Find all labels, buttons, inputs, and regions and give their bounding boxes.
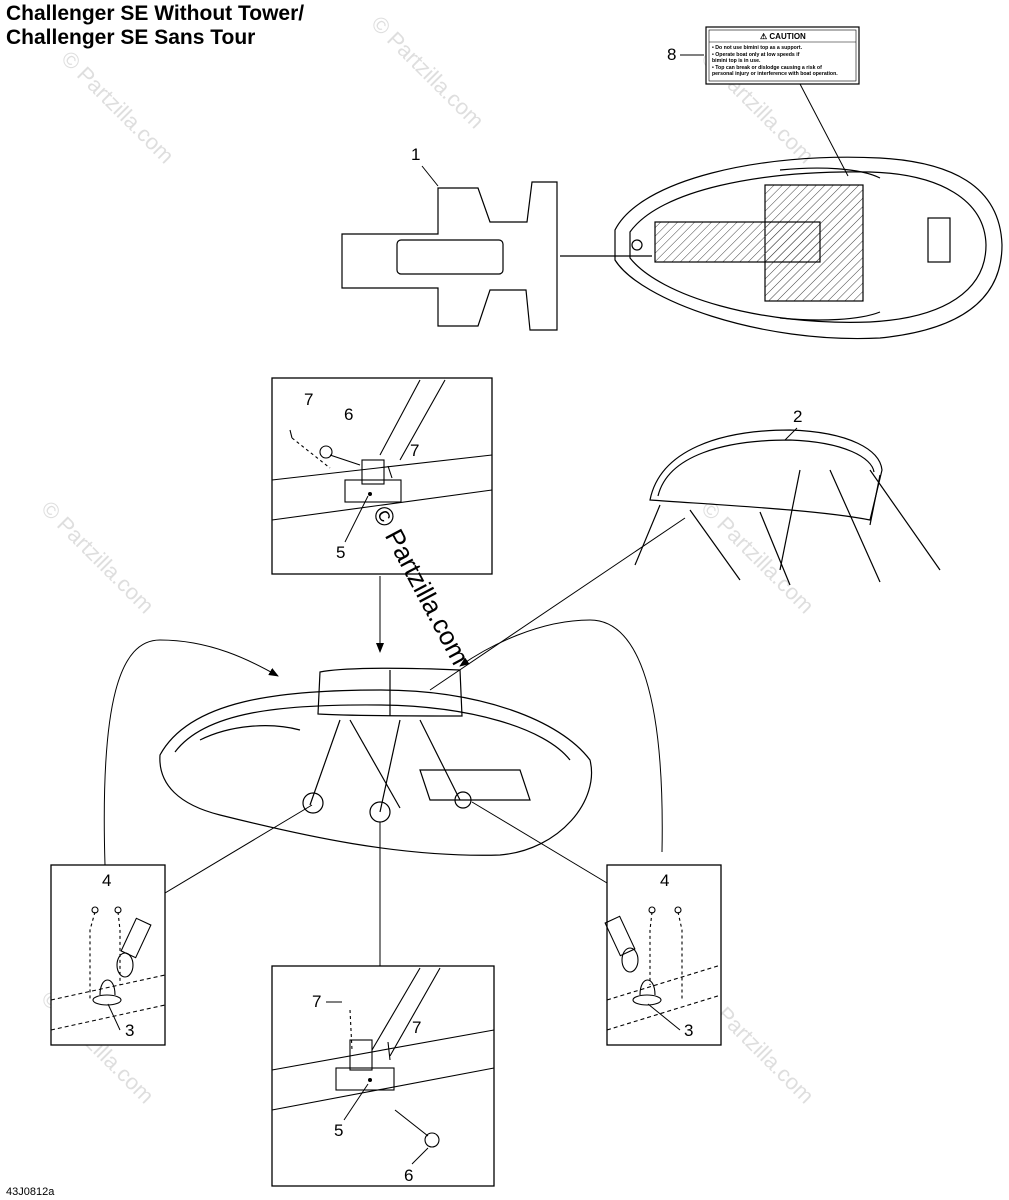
leader-line <box>107 1003 121 1031</box>
diagram-title-line-2: Challenger SE Sans Tour <box>6 26 256 49</box>
watermark-text: © Partzilla.com <box>56 46 179 169</box>
leader-arrow <box>459 619 663 853</box>
leader-line <box>429 517 686 691</box>
callout-7: 7 <box>312 992 321 1011</box>
boat-main-view <box>159 667 593 856</box>
bimini-top-part <box>634 429 941 586</box>
detail-box-top <box>271 377 493 575</box>
leader-arrow <box>103 639 279 866</box>
callout-5: 5 <box>336 543 345 562</box>
caution-label-line: • Top can break or dislodge causing a ri… <box>712 65 822 71</box>
detail-box-bottom <box>271 965 495 1187</box>
caution-label-line: • Do not use bimini top as a support. <box>712 45 803 51</box>
detail-box-right <box>604 864 722 1046</box>
caution-label-line: personal injury or interference with boa… <box>712 71 838 77</box>
caution-label-line: bimini top is in use. <box>712 58 761 64</box>
leader-line <box>344 495 369 543</box>
watermark-text: © Partzilla.com <box>696 496 819 619</box>
callout-7: 7 <box>412 1018 421 1037</box>
callout-6: 6 <box>404 1166 413 1185</box>
leader-line <box>647 1003 681 1031</box>
caution-label-part: ⚠ CAUTION • Do not use bimini top as a s… <box>705 26 860 177</box>
leader-line <box>343 1083 369 1121</box>
watermark-text: © Partzilla.com <box>366 11 489 134</box>
reference-code: 43J0812a <box>6 1186 55 1198</box>
leader-line <box>164 804 313 894</box>
callout-7: 7 <box>304 390 313 409</box>
leader-line <box>421 165 439 187</box>
callout-1: 1 <box>411 145 420 164</box>
boat-top-view <box>614 156 1003 340</box>
detail-box-left <box>50 864 166 1046</box>
callout-4: 4 <box>660 871 669 890</box>
callout-3: 3 <box>684 1021 693 1040</box>
caution-label-line: • Operate boat only at low speeds if <box>712 52 800 58</box>
callout-5: 5 <box>334 1121 343 1140</box>
floor-mat-part <box>341 181 652 331</box>
diagram-title-line-1: Challenger SE Without Tower/ <box>6 2 305 25</box>
callout-4: 4 <box>102 871 111 890</box>
callout-7: 7 <box>410 441 419 460</box>
leader-line <box>784 427 798 441</box>
callout-3: 3 <box>125 1021 134 1040</box>
callout-2: 2 <box>793 407 802 426</box>
watermark-text: © Partzilla.com <box>36 496 159 619</box>
caution-label-title: ⚠ CAUTION <box>760 32 806 41</box>
callout-8: 8 <box>667 45 676 64</box>
leader-line <box>411 1147 429 1165</box>
leader-line <box>471 801 608 884</box>
callout-6: 6 <box>344 405 353 424</box>
